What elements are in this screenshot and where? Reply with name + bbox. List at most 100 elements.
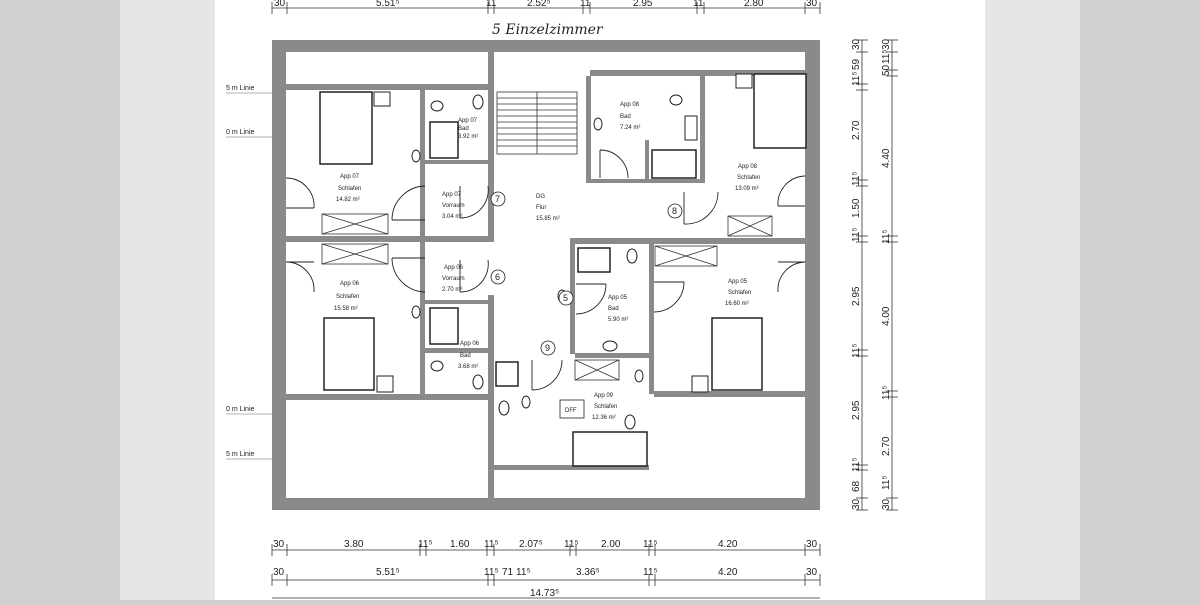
dim-value: 11⁵ [881, 475, 892, 490]
dim-value: 11⁵ [851, 343, 862, 358]
dim-value: 50 [881, 64, 892, 76]
dim-value: 30 [806, 567, 818, 578]
dim-value: 11 [486, 0, 497, 9]
bed-app06 [323, 317, 375, 391]
dim-value: 30 [806, 0, 818, 9]
right-dimension-values-col1: 30 59 11⁵ 2.70 11⁵ 1.50 11⁵ 2.95 11⁵ 2.9… [851, 38, 862, 510]
dff-label: DFF [565, 408, 577, 414]
svg-text:Bad: Bad [460, 353, 471, 359]
dim-value: 30 [881, 38, 892, 50]
door-number: 9 [545, 343, 550, 353]
dim-value: 1.50 [851, 198, 862, 218]
room-app06-schlafen: App 06 Schlafen 15.58 m² [334, 281, 360, 312]
dim-value: 30 [273, 567, 285, 578]
dim-value: 11⁵ [484, 567, 499, 578]
dim-value: 11⁵ [643, 567, 658, 578]
room-dg-flur: DG Flur 15.85 m² [536, 194, 560, 222]
dim-value: 11 [580, 0, 591, 9]
svg-text:3.92 m²: 3.92 m² [458, 134, 478, 140]
svg-text:Schlafen: Schlafen [728, 290, 751, 296]
bed-app05 [711, 317, 763, 391]
right-dimension-lines [856, 39, 898, 511]
door-number: 6 [495, 272, 500, 282]
dim-value: 11⁵ [418, 539, 433, 550]
right-dimension-values-col2: 30 11⁵ 50 4.40 11⁵ 4.00 11⁵ 2.70 11⁵ 30 [881, 38, 892, 510]
top-dimension-values: 30 5.51⁵ 11 2.52⁵ 11 2.95 11 2.80 30 [274, 0, 818, 9]
svg-text:Bad: Bad [458, 126, 469, 132]
bottom-dimension-values-row1: 30 3.80 11⁵ 1.60 11⁵ 2.07⁵ 11⁵ 2.00 11⁵ … [273, 539, 818, 550]
dim-value: 4.20 [718, 567, 738, 578]
total-width-dimension: 14.73⁵ [530, 588, 559, 599]
room-app07-vorraum: App 07 Vorraum 3.04 m² [442, 192, 465, 220]
bed-app09 [572, 431, 648, 467]
svg-text:Schlafen: Schlafen [336, 294, 359, 300]
dim-value: 2.95 [851, 400, 862, 420]
dim-value: 2.80 [744, 0, 764, 9]
dim-value: 3.80 [344, 539, 364, 550]
svg-text:App 07: App 07 [442, 192, 462, 198]
bed-app08 [753, 73, 807, 149]
dim-value: 11⁵ [516, 567, 531, 578]
svg-text:App 06: App 06 [444, 265, 464, 271]
dim-value: 11⁵ [851, 457, 862, 472]
svg-text:App 07: App 07 [458, 118, 478, 124]
bottom-dimension-values-row2: 30 5.51⁵ 11⁵ 71 11⁵ 3.36⁵ 11⁵ 4.20 30 [273, 567, 818, 578]
dim-value: 30 [851, 38, 862, 50]
svg-text:App 06: App 06 [460, 341, 480, 347]
dim-value: 30 [274, 0, 286, 9]
dim-value: 2.95 [633, 0, 653, 9]
dim-value: 4.00 [881, 306, 892, 326]
level-label: 5 m Linie [226, 451, 255, 458]
svg-text:App 05: App 05 [728, 279, 748, 285]
dim-value: 11 [693, 0, 704, 9]
level-label: 5 m Linie [226, 85, 255, 92]
dim-value: 2.00 [601, 539, 621, 550]
room-app08-schlafen: App 08 Schlafen 13.09 m² [735, 164, 760, 192]
dim-value: 11⁵ [564, 539, 579, 550]
svg-text:App 09: App 09 [594, 393, 614, 399]
svg-text:3.68 m²: 3.68 m² [458, 364, 478, 370]
svg-text:Vorraum: Vorraum [442, 203, 465, 209]
dim-value: 30 [881, 498, 892, 510]
dim-value: 2.70 [881, 436, 892, 456]
room-app06-vorraum: App 06 Vorraum 2.70 m² [442, 265, 465, 293]
door-number: 7 [495, 194, 500, 204]
doors [285, 149, 806, 391]
svg-text:7.24 m²: 7.24 m² [620, 125, 640, 131]
svg-text:12.36 m²: 12.36 m² [592, 415, 616, 421]
svg-text:16.60 m²: 16.60 m² [725, 301, 749, 307]
room-app08-bad: App 08 Bad 7.24 m² [620, 102, 640, 131]
svg-text:Schlafen: Schlafen [737, 175, 760, 181]
top-dimension-line [271, 2, 821, 14]
room-app05-bad: App 05 Bad 5.90 m² [608, 295, 628, 323]
svg-text:Vorraum: Vorraum [442, 276, 465, 282]
wardrobes [321, 213, 773, 381]
svg-text:App 07: App 07 [340, 174, 360, 180]
dim-value: 11⁵ [881, 385, 892, 400]
svg-text:13.09 m²: 13.09 m² [735, 186, 759, 192]
room-app05-schlafen: App 05 Schlafen 16.60 m² [725, 279, 751, 307]
furniture-beds [319, 73, 807, 467]
dim-value: 2.52⁵ [527, 0, 551, 9]
dim-value: 2.95 [851, 286, 862, 306]
right-margin [1080, 0, 1200, 600]
dim-value: 3.36⁵ [576, 567, 600, 578]
svg-text:5.90 m²: 5.90 m² [608, 317, 628, 323]
door-numbers: 7 6 5 8 9 [490, 191, 683, 356]
svg-text:App 05: App 05 [608, 295, 628, 301]
room-app07-bad: App 07 Bad 3.92 m² [458, 118, 478, 140]
room-app07-schlafen: App 07 Schlafen 14.82 m² [336, 174, 361, 203]
dim-value: 68 [851, 480, 862, 492]
dim-value: 4.40 [881, 148, 892, 168]
dim-value: 59 [851, 58, 862, 70]
level-label: 0 m Linie [226, 406, 255, 413]
dim-value: 11⁵ [851, 171, 862, 186]
dim-value: 30 [851, 498, 862, 510]
svg-text:DG: DG [536, 194, 545, 200]
dim-value: 11⁵ [881, 49, 892, 64]
dim-value: 5.51⁵ [376, 567, 400, 578]
door-number: 8 [672, 206, 677, 216]
dim-value: 1.60 [450, 539, 470, 550]
